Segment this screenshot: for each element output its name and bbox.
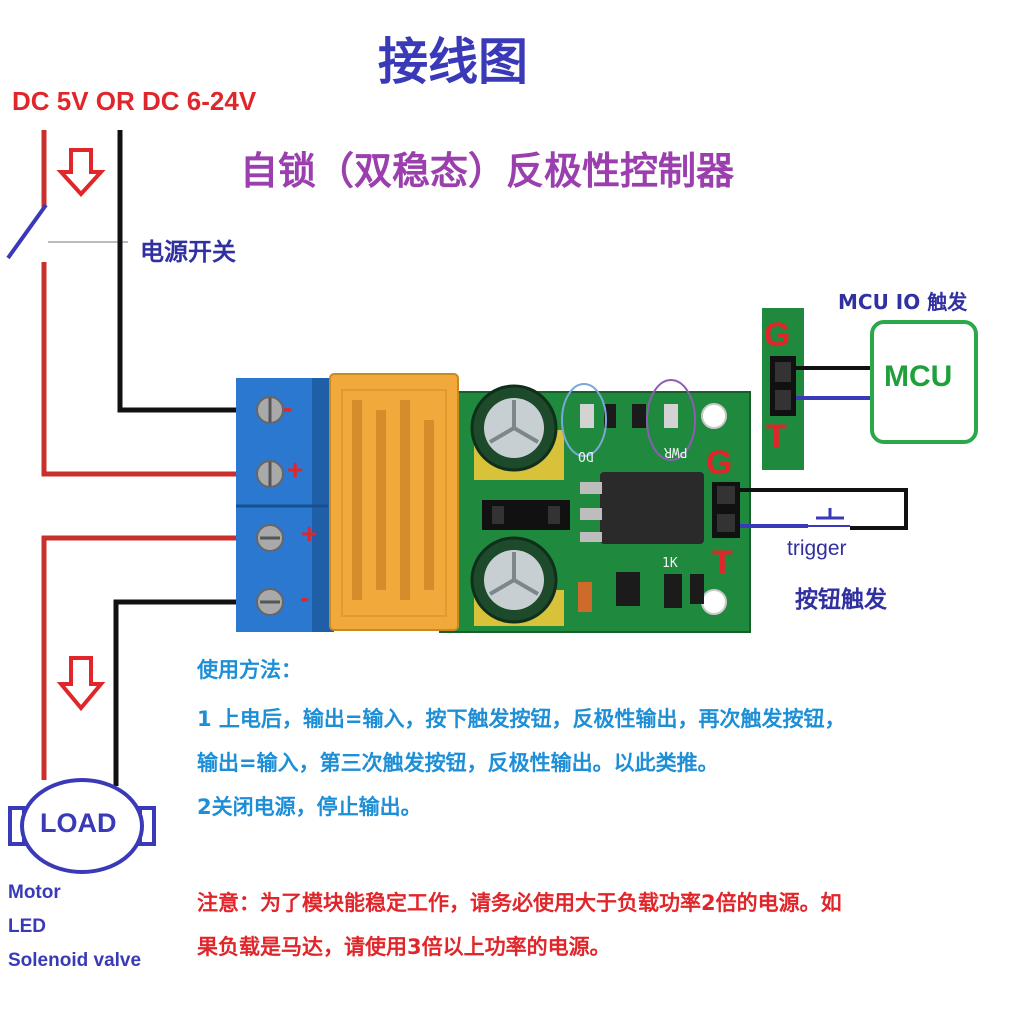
silk-pwr: PWR	[664, 444, 688, 459]
mcu-label: MCU	[884, 360, 953, 393]
silk-resistor: 1K	[662, 556, 678, 571]
note-line-1: 注意：为了模块能稳定工作，请务必使用大于负载功率2倍的电源。如	[197, 891, 842, 915]
usage-heading: 使用方法：	[197, 658, 302, 682]
switch-lever	[6, 203, 48, 260]
usage-line-1: 1 上电后，输出=输入，按下触发按钮，反极性输出，再次触发按钮，	[197, 707, 846, 731]
trigger-button-wiring	[740, 488, 908, 530]
page-title: 接线图	[378, 33, 528, 91]
note-line-2: 果负载是马达，请使用3倍以上功率的电源。	[197, 935, 611, 959]
button-trigger-label: 按钮触发	[795, 587, 887, 613]
board-pin-t: T	[712, 544, 733, 582]
power-supply-label: DC 5V OR DC 6-24V	[12, 86, 257, 116]
power-wires	[6, 130, 246, 477]
relay	[329, 373, 459, 631]
terminal-in-plus: +	[287, 454, 304, 485]
load-device-led: LED	[8, 916, 46, 937]
down-arrow-icon	[56, 148, 106, 197]
mosfet	[600, 472, 704, 544]
relay-module	[236, 373, 751, 633]
terminal-in-minus: -	[283, 392, 293, 423]
usage-line-3: 2关闭电源，停止输出。	[197, 795, 422, 819]
mcu-pin-t: T	[766, 418, 787, 456]
down-arrow-icon	[56, 656, 106, 712]
trigger-label: trigger	[787, 537, 847, 560]
load-device-solenoid: Solenoid valve	[8, 950, 142, 971]
load-label: LOAD	[40, 808, 117, 838]
silk-do: DO	[578, 448, 594, 463]
mcu-box	[870, 320, 978, 444]
load-symbol	[8, 778, 156, 874]
load-device-motor: Motor	[8, 882, 61, 903]
mcu-trigger-label: MCU IO 触发	[838, 290, 968, 314]
terminal-out-minus: -	[300, 582, 310, 613]
board-pin-g: G	[706, 444, 733, 482]
power-switch-label: 电源开关	[140, 238, 236, 266]
red-wire-bottom	[41, 262, 246, 477]
black-wire-output	[113, 599, 246, 786]
red-wire-output	[41, 535, 246, 780]
page-subtitle: 自锁（双稳态）反极性控制器	[240, 149, 735, 193]
terminal-out-plus: +	[301, 518, 318, 549]
black-wire-power	[117, 130, 246, 413]
usage-line-2: 输出=输入，第三次触发按钮，反极性输出。以此类推。	[197, 751, 719, 775]
mcu-pin-g: G	[764, 316, 791, 354]
